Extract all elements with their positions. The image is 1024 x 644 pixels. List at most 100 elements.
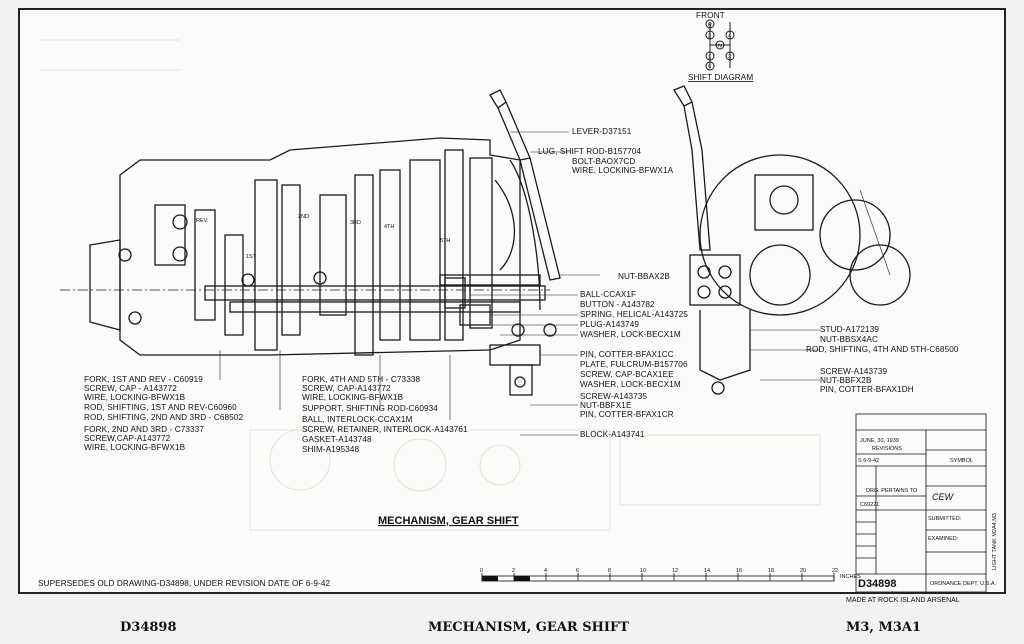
scale-tick-label: 22 (832, 568, 838, 574)
svg-text:SCREW, CAP-A143772: SCREW, CAP-A143772 (302, 384, 391, 393)
svg-text:1: 1 (708, 55, 711, 61)
shift-lever-section (489, 89, 561, 396)
scale-tick-label: 14 (704, 568, 710, 574)
svg-text:NUT-BBAX2B: NUT-BBAX2B (618, 272, 670, 281)
svg-text:LEVER-D37151: LEVER-D37151 (572, 127, 632, 136)
transmission-assembly (60, 137, 550, 356)
svg-text:SUBMITTED:: SUBMITTED: (928, 516, 962, 522)
svg-text:LUG, SHIFT ROD-B157704: LUG, SHIFT ROD-B157704 (538, 147, 641, 156)
side-label: LIGHT TANK M2A4,M3 (992, 513, 998, 570)
svg-text:ROD, SHIFTING, 4TH AND 5TH-C68: ROD, SHIFTING, 4TH AND 5TH-C68500 (806, 345, 959, 354)
svg-text:SYMBOL: SYMBOL (950, 458, 973, 464)
svg-text:NUT-BBFX1E: NUT-BBFX1E (580, 401, 632, 410)
svg-text:S 6-9-42: S 6-9-42 (858, 458, 879, 464)
svg-text:C69221: C69221 (860, 502, 879, 508)
svg-text:1ST: 1ST (246, 254, 257, 260)
scale-unit: INCHES (840, 574, 861, 580)
svg-text:SCREW-A143739: SCREW-A143739 (820, 367, 887, 376)
svg-text:PLATE, FULCRUM-B157706: PLATE, FULCRUM-B157706 (580, 360, 688, 369)
svg-text:WASHER, LOCK-BECX1M: WASHER, LOCK-BECX1M (580, 380, 681, 389)
svg-text:SCREW, CAP-BCAX1EE: SCREW, CAP-BCAX1EE (580, 370, 674, 379)
svg-text:PIN, COTTER-BFAX1CR: PIN, COTTER-BFAX1CR (580, 410, 674, 419)
scale-tick-label: 12 (672, 568, 678, 574)
svg-text:EXAMINED:: EXAMINED: (928, 536, 959, 542)
arsenal-note: MADE AT ROCK ISLAND ARSENAL (846, 597, 960, 604)
svg-text:SHIM-A195348: SHIM-A195348 (302, 445, 360, 454)
svg-text:BALL, INTERLOCK-CCAX1M: BALL, INTERLOCK-CCAX1M (302, 415, 413, 424)
footer-drawing-number: D34898 (120, 620, 177, 635)
gear-marks: REV. 1ST 2ND 3RD 4TH 5TH (196, 214, 450, 260)
svg-text:DRG. PERTAINS TO: DRG. PERTAINS TO (866, 488, 918, 494)
svg-text:PLUG-A143749: PLUG-A143749 (580, 320, 639, 329)
shift-diagram-label: SHIFT DIAGRAM (688, 73, 753, 82)
right-callouts: LEVER-D37151 LUG, SHIFT ROD-B157704 BOLT… (538, 127, 688, 439)
svg-text:SCREW,CAP-A143772: SCREW,CAP-A143772 (84, 434, 171, 443)
leader-lines (219, 131, 820, 436)
footer-title: MECHANISM, GEAR SHIFT (428, 620, 629, 635)
scale-tick-label: 0 (480, 568, 483, 574)
svg-text:SUPPORT, SHIFTING ROD-C60934: SUPPORT, SHIFTING ROD-C60934 (302, 404, 438, 413)
scale-tick-label: 16 (736, 568, 742, 574)
svg-text:STUD-A172139: STUD-A172139 (820, 325, 879, 334)
svg-text:PIN, COTTER-BFAX1CC: PIN, COTTER-BFAX1CC (580, 350, 674, 359)
svg-text:ROD, SHIFTING, 2ND AND 3RD - C: ROD, SHIFTING, 2ND AND 3RD - C68502 (84, 413, 243, 422)
drawing-title: MECHANISM, GEAR SHIFT (378, 515, 519, 527)
svg-text:ROD, SHIFTING, 1ST AND REV-C60: ROD, SHIFTING, 1ST AND REV-C60960 (84, 403, 237, 412)
scale-tick-label: 8 (608, 568, 611, 574)
drawing-sheet: FRONT R 2 4 N 1 3 5 SHIFT DIAGRAM (18, 8, 1006, 594)
svg-text:REV.: REV. (196, 218, 209, 224)
footer-model: M3, M3A1 (846, 620, 922, 635)
far-right-callouts: STUD-A172139 NUT-BBSX4AC ROD, SHIFTING, … (806, 325, 959, 394)
middle-callouts: FORK, 4TH AND 5TH - C73338 SCREW, CAP-A1… (302, 375, 468, 454)
svg-text:ORDNANCE DEPT. U.S.A.: ORDNANCE DEPT. U.S.A. (930, 581, 996, 587)
svg-text:4TH: 4TH (384, 224, 394, 230)
shift-diagram: FRONT R 2 4 N 1 3 5 SHIFT DIAGRAM (688, 11, 753, 82)
svg-text:WIRE, LOCKING-BFWX1A: WIRE, LOCKING-BFWX1A (572, 166, 674, 175)
svg-text:REVISIONS: REVISIONS (872, 446, 902, 452)
scale-tick-label: 4 (544, 568, 547, 574)
title-block (855, 413, 987, 593)
svg-text:FORK, 1ST AND REV - C60919: FORK, 1ST AND REV - C60919 (84, 375, 203, 384)
front-label: FRONT (696, 11, 725, 20)
svg-text:BOLT-BAOX7CD: BOLT-BAOX7CD (572, 157, 635, 166)
scale-tick-label: 2 (512, 568, 515, 574)
svg-text:BLOCK-A143741: BLOCK-A143741 (580, 430, 645, 439)
title-block-text: JUNE, 30, 1939 REVISIONS S 6-9-42 SYMBOL… (858, 438, 996, 590)
svg-text:JUNE, 30, 1939: JUNE, 30, 1939 (860, 438, 899, 444)
scale-tick-label: 10 (640, 568, 646, 574)
scale-tick-label: 6 (576, 568, 579, 574)
svg-text:NUT-BBSX4AC: NUT-BBSX4AC (820, 335, 878, 344)
svg-text:N: N (718, 44, 722, 50)
svg-text:2: 2 (708, 34, 711, 40)
svg-text:BUTTON - A143782: BUTTON - A143782 (580, 300, 655, 309)
svg-text:BALL-CCAX1F: BALL-CCAX1F (580, 290, 636, 299)
svg-text:2ND: 2ND (298, 214, 309, 220)
svg-text:WASHER, LOCK-BECX1M: WASHER, LOCK-BECX1M (580, 330, 681, 339)
svg-text:3RD: 3RD (350, 220, 361, 226)
svg-text:FORK, 2ND AND 3RD - C73337: FORK, 2ND AND 3RD - C73337 (84, 425, 204, 434)
scale-tick-label: 20 (800, 568, 806, 574)
lever-housing-right (673, 85, 911, 395)
svg-text:GASKET-A143748: GASKET-A143748 (302, 435, 372, 444)
left-callouts: FORK, 1ST AND REV - C60919 SCREW, CAP - … (84, 375, 243, 452)
svg-text:SCREW-A143735: SCREW-A143735 (580, 392, 647, 401)
svg-text:PIN, COTTER-BFAX1DH: PIN, COTTER-BFAX1DH (820, 385, 914, 394)
svg-text:4: 4 (728, 34, 731, 40)
svg-text:SCREW, CAP - A143772: SCREW, CAP - A143772 (84, 384, 177, 393)
svg-text:SCREW, RETAINER, INTERLOCK-A14: SCREW, RETAINER, INTERLOCK-A143761 (302, 425, 468, 434)
drawing-number: D34898 (858, 578, 897, 590)
ghost-drawing (40, 39, 821, 531)
svg-text:NUT-BBFX2B: NUT-BBFX2B (820, 376, 872, 385)
svg-text:5: 5 (708, 65, 711, 71)
svg-text:WIRE, LOCKING-BFWX1B: WIRE, LOCKING-BFWX1B (84, 393, 186, 402)
svg-text:R: R (708, 23, 712, 29)
drawing-canvas: FRONT R 2 4 N 1 3 5 SHIFT DIAGRAM (38, 11, 998, 593)
svg-text:3: 3 (728, 55, 731, 61)
svg-text:WIRE, LOCKING-BFWX1B: WIRE, LOCKING-BFWX1B (84, 443, 186, 452)
initials-signature: CEW (932, 492, 955, 502)
supersedes-note: SUPERSEDES OLD DRAWING-D34898, UNDER REV… (38, 579, 331, 588)
svg-text:FORK, 4TH AND 5TH - C73338: FORK, 4TH AND 5TH - C73338 (302, 375, 421, 384)
svg-text:WIRE, LOCKING-BFWX1B: WIRE, LOCKING-BFWX1B (302, 393, 404, 402)
svg-text:SPRING, HELICAL-A143725: SPRING, HELICAL-A143725 (580, 310, 688, 319)
